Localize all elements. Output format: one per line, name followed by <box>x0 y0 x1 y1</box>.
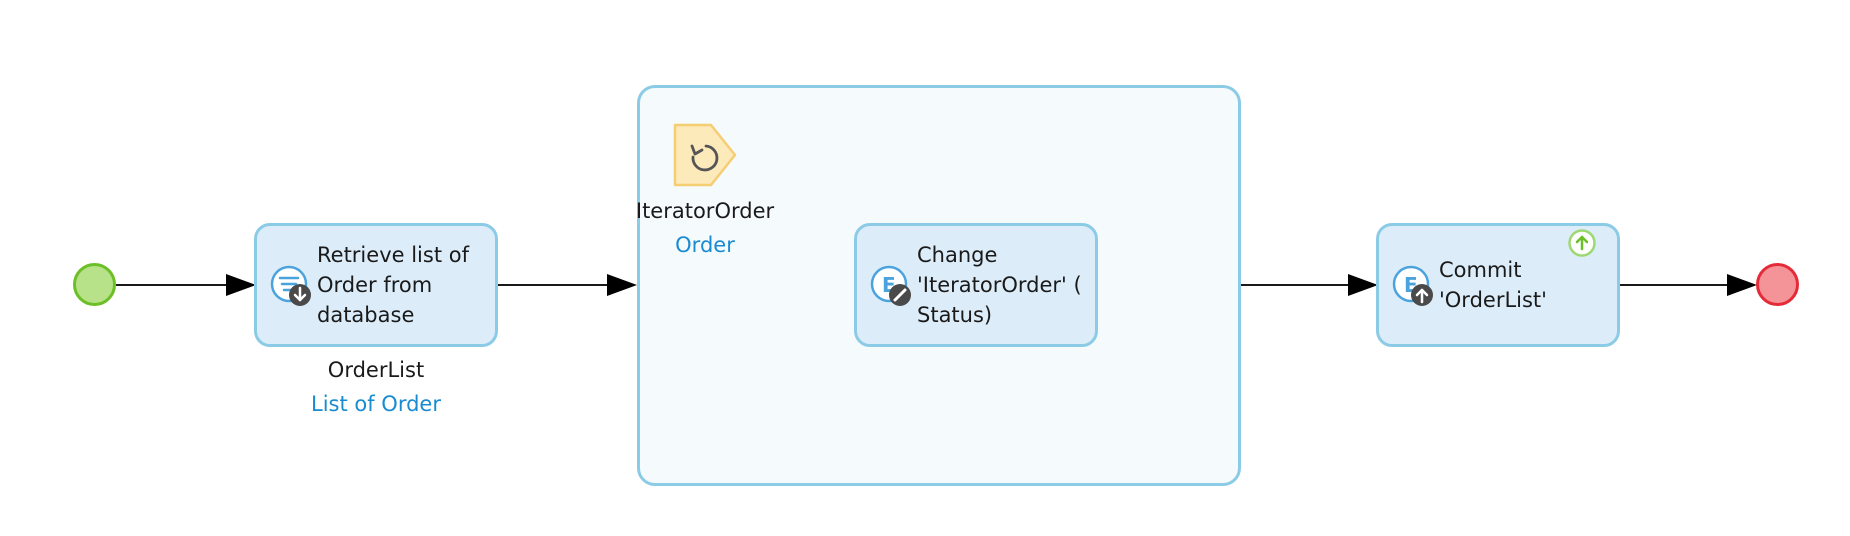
commit-with-events-icon <box>1568 229 1596 257</box>
end-event[interactable] <box>1756 263 1799 306</box>
change-object-activity[interactable]: E Change 'IteratorOrder' ( Status) <box>854 223 1098 347</box>
retrieve-icon <box>270 265 311 306</box>
retrieve-activity[interactable]: Retrieve list of Order from database <box>254 223 498 347</box>
change-object-icon: E <box>870 265 911 306</box>
arrow-head <box>1727 274 1757 296</box>
sequence-flow-loop-to-commit[interactable] <box>1241 274 1378 296</box>
change-object-activity-label: Change 'IteratorOrder' ( Status) <box>917 243 1082 327</box>
commit-object-icon: E <box>1392 265 1433 306</box>
retrieve-output-name: OrderList <box>327 358 425 382</box>
sequence-flow-start-to-retrieve[interactable] <box>116 274 256 296</box>
arrow-head <box>1348 274 1378 296</box>
sequence-flow-commit-to-end[interactable] <box>1619 274 1757 296</box>
iterator-name: IteratorOrder <box>635 199 775 223</box>
sequence-flow-retrieve-to-loop[interactable] <box>498 274 637 296</box>
iterator-type: Order <box>675 233 735 257</box>
retrieve-activity-label: Retrieve list of Order from database <box>317 243 469 327</box>
arrow-head <box>226 274 256 296</box>
retrieve-output-type: List of Order <box>311 392 441 416</box>
start-event[interactable] <box>73 263 116 306</box>
commit-activity-label: Commit 'OrderList' <box>1439 258 1547 312</box>
loop-iterator-icon[interactable] <box>673 123 737 187</box>
arrow-head <box>607 274 637 296</box>
